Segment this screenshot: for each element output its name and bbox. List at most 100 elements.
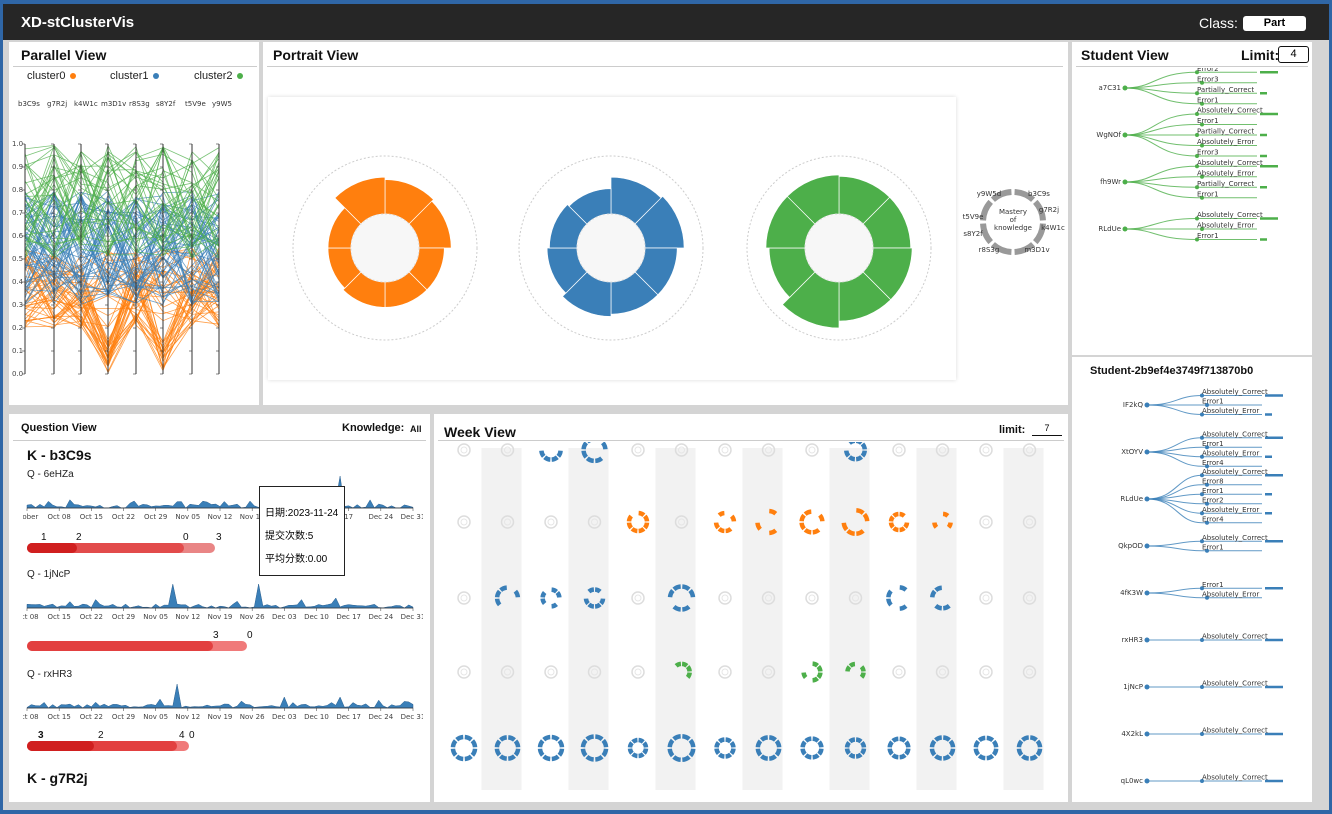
student-id: RLdUe (1120, 495, 1143, 503)
week-glyph-segment (812, 753, 820, 760)
knowledge-select[interactable]: All (410, 424, 422, 434)
week-glyph-segment (891, 736, 899, 743)
rose-core (350, 213, 420, 283)
branch-label: Absolutely_Correct (1202, 680, 1268, 688)
class-select[interactable]: Part (1243, 16, 1306, 31)
date-label: Dec 24 (368, 713, 393, 721)
tree-node (1200, 511, 1204, 516)
score-bar (27, 543, 184, 553)
empty-week-core (504, 446, 511, 454)
week-glyph-segment (638, 737, 645, 744)
axis-name: g7R2j (47, 100, 67, 108)
week-glyph-segment (942, 511, 950, 518)
week-glyph-segment (681, 734, 691, 741)
empty-week-cell (979, 591, 993, 605)
week-glyph-segment (642, 741, 649, 748)
week-glyph-segment (507, 735, 516, 742)
week-glyph-segment (642, 514, 650, 522)
tree-node (1195, 91, 1199, 96)
week-stripe (742, 448, 783, 790)
tree-node (1200, 101, 1204, 106)
week-glyph-matrix[interactable] (434, 442, 1068, 802)
date-label: Nov 26 (240, 613, 265, 621)
cluster-polyline (24, 167, 220, 258)
tree-branch (1124, 134, 1257, 157)
week-glyph-segment (760, 754, 769, 761)
tree-node (1200, 195, 1204, 200)
week-stripe (1003, 448, 1044, 790)
week-limit-input[interactable]: 7 (1032, 423, 1062, 436)
empty-week-core (721, 594, 729, 602)
week-glyph-segment (537, 748, 545, 757)
week-glyph-segment (594, 734, 604, 742)
branch-label: Partially_Correct (1197, 180, 1254, 188)
cluster-polyline (24, 158, 220, 253)
tree-branch (1124, 228, 1257, 240)
student-detail-tree[interactable]: IF2kQAbsolutely_CorrectError1Absolutely_… (1072, 379, 1312, 799)
week-glyph-segment (755, 739, 763, 748)
legend-center-text: knowledge (994, 224, 1032, 232)
week-glyph-segment (942, 735, 951, 742)
week-glyph-segment (450, 739, 458, 748)
week-glyph-segment (672, 604, 682, 612)
week-glyph-segment (899, 585, 908, 592)
tick-label: 1.0 (12, 140, 23, 148)
legend-label: cluster2 (194, 70, 233, 82)
week-glyph-segment (755, 748, 763, 757)
empty-week-core (591, 518, 598, 526)
week-glyph-segment (934, 585, 943, 593)
week-glyph-segment (542, 754, 551, 762)
week-stripe (655, 448, 696, 790)
week-glyph-segment (862, 512, 870, 522)
week-glyph-segment (681, 604, 691, 612)
date-label: Nov 12 (208, 513, 233, 521)
tree-node (1200, 638, 1204, 642)
question-name: Q - 1jNcP (27, 569, 71, 580)
week-glyph-segment (580, 738, 588, 748)
branch-label: Absolutely_Error (1197, 169, 1254, 177)
week-glyph-segment (799, 522, 806, 531)
empty-week-core (982, 594, 990, 602)
week-glyph-segment (601, 738, 609, 748)
week-glyph-segment (888, 522, 895, 529)
legend-label: k4W1c (1041, 224, 1065, 232)
empty-week-cell (500, 665, 515, 679)
student-id: qL0wc (1121, 777, 1144, 785)
week-glyph-segment (638, 526, 646, 534)
empty-week-core (852, 594, 859, 602)
legend-label: t5V9e (963, 213, 984, 221)
week-glyph-segment (513, 589, 521, 598)
branch-label: Partially_Correct (1197, 128, 1254, 136)
legend-label: g7R2j (1039, 206, 1059, 214)
knowledge-heading-2: K - g7R2j (27, 770, 88, 786)
week-glyph-segment (817, 748, 824, 756)
parallel-view-title: Parallel View (21, 47, 107, 63)
axis-name: r8S3g (129, 100, 150, 108)
student-id: rxHR3 (1122, 636, 1143, 644)
branch-label: Error4 (1202, 515, 1224, 523)
student-id: RLdUe (1098, 225, 1121, 233)
week-glyph-segment (626, 522, 634, 530)
cluster-polyline (24, 162, 220, 258)
empty-week-core (634, 594, 642, 602)
empty-week-core (895, 446, 903, 454)
limit-input[interactable]: 4 (1278, 46, 1309, 63)
week-glyph-segment (932, 522, 939, 529)
date-label: Oct 15 (48, 613, 71, 621)
empty-week-cell (457, 665, 471, 679)
date-label: Dec 03 (272, 713, 297, 721)
week-glyph-segment (631, 752, 638, 759)
tree-node (1195, 133, 1199, 137)
tree-branch (1124, 87, 1257, 105)
student-tree[interactable]: a7C31Error2Error3Partially_CorrectError1… (1072, 68, 1312, 353)
week-glyph-segment (717, 752, 725, 759)
week-glyph-segment (841, 522, 849, 532)
date-label: Oct 08 (23, 713, 39, 721)
empty-week-cell (718, 443, 732, 457)
bar-number: 3 (38, 730, 44, 741)
